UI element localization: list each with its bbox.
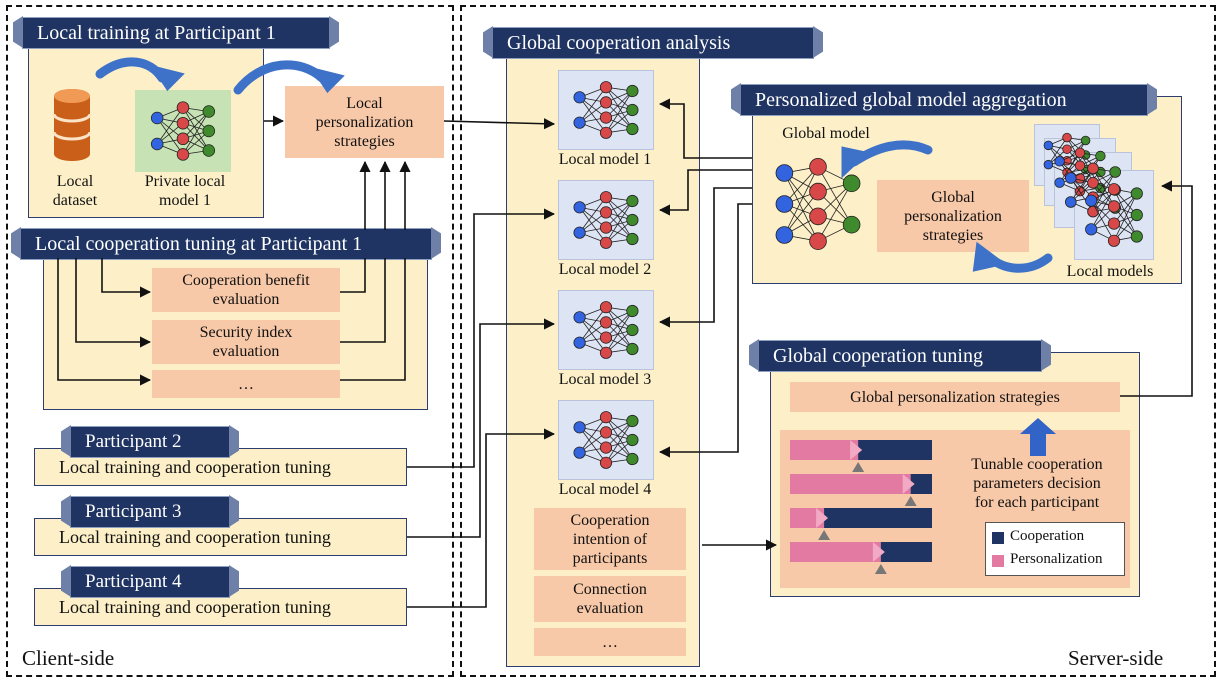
curved-arrow-head-2 xyxy=(309,66,345,94)
local-tuning-item-3: … xyxy=(152,370,340,398)
curved-arrow-head-3 xyxy=(841,146,870,179)
arrow-agg-to-model3 xyxy=(658,187,752,328)
arrow-tuning-item3 xyxy=(57,258,152,386)
up-arrow-icon xyxy=(1020,418,1056,456)
arrow-p3-to-model3 xyxy=(407,318,556,538)
arrow-agg-to-model4 xyxy=(658,203,752,458)
local-model-2-label: Local model 2 xyxy=(558,261,652,278)
curved-arrow-head-4 xyxy=(972,241,1007,272)
personalization-bar-3 xyxy=(790,508,825,528)
global-model-label: Global model xyxy=(782,125,870,142)
slider-marker-4 xyxy=(874,564,887,574)
curved-arrow-2 xyxy=(233,60,327,95)
personalization-bar-4 xyxy=(790,542,881,562)
participant-3-title: Participant 3 xyxy=(70,496,230,528)
line-item2-up xyxy=(340,258,386,343)
local-tuning-title: Local cooperation tuning at Participant … xyxy=(20,228,432,260)
slider-marker-3 xyxy=(818,530,831,540)
legend-cooperation-label: Cooperation xyxy=(1010,528,1085,544)
participant-2-title: Participant 2 xyxy=(70,426,230,458)
server-side-label: Server-side xyxy=(1068,646,1164,670)
decision-label: Tunable cooperation parameters decision … xyxy=(971,456,1103,511)
client-side-region xyxy=(6,5,454,677)
global-model-network xyxy=(775,158,861,251)
analysis-item-1: Cooperation intention of participants xyxy=(534,508,686,570)
client-side-label: Client-side xyxy=(22,646,115,670)
global-tuning-title: Global cooperation tuning xyxy=(758,340,1042,372)
aggregation-title: Personalized global model aggregation xyxy=(740,84,1148,116)
local-model-4-network xyxy=(573,411,639,469)
curved-blue-arrows xyxy=(95,57,1053,273)
arrow-tuning-to-localmodels xyxy=(1120,180,1193,397)
personalization-bar-2 xyxy=(790,474,911,494)
arrow-p2-to-model2 xyxy=(407,208,556,468)
local-model-4-label: Local model 4 xyxy=(558,481,652,498)
arrow-tuning-item1 xyxy=(101,258,152,298)
local-training-title: Local training at Participant 1 xyxy=(22,17,330,49)
legend-cooperation-swatch xyxy=(992,532,1004,544)
curved-arrow-1 xyxy=(95,57,167,83)
local-dataset-label: Local dataset xyxy=(52,173,98,209)
local-tuning-item-2: Security index evaluation xyxy=(152,320,340,364)
analysis-item-2: Connection evaluation xyxy=(534,576,686,622)
local-model-3-label: Local model 3 xyxy=(558,371,652,388)
global-strategies-box: Global personalization strategies xyxy=(877,180,1029,252)
stacked-net-4 xyxy=(1085,183,1143,247)
legend-personalization-label: Personalization xyxy=(1010,551,1103,567)
arrow-agg-to-model2 xyxy=(658,169,752,216)
cooperation-bar-3 xyxy=(790,508,932,528)
local-strategies-box: Local personalization strategies xyxy=(285,86,444,158)
bar-divider-4 xyxy=(872,542,885,562)
bar-divider-3 xyxy=(816,508,829,528)
arrow-tuning-item2 xyxy=(75,258,152,348)
curved-arrow-head-1 xyxy=(149,64,185,92)
private-model-label: Private local model 1 xyxy=(144,173,226,209)
local-model-1-label: Local model 1 xyxy=(558,151,652,168)
legend-box xyxy=(985,522,1125,576)
bar-divider-1 xyxy=(850,440,863,460)
bar-divider-2 xyxy=(902,474,915,494)
line-item1-up xyxy=(340,258,366,293)
slider-marker-1 xyxy=(852,462,865,472)
legend-personalization-swatch xyxy=(992,555,1004,567)
server-side-region xyxy=(460,5,1216,677)
arrow-agg-to-model1 xyxy=(658,98,752,159)
local-tuning-item-1: Cooperation benefit evaluation xyxy=(152,268,340,312)
global-analysis-title: Global cooperation analysis xyxy=(492,27,814,59)
line-item3-up xyxy=(340,258,406,381)
personalization-bar-1 xyxy=(790,440,859,460)
database-icon xyxy=(52,89,92,161)
arrow-strategies-to-model1 xyxy=(443,118,556,130)
participant-4-title: Participant 4 xyxy=(70,566,230,598)
local-model-2-network xyxy=(573,191,639,249)
local-model-3-network xyxy=(573,301,639,359)
global-tuning-strategies-box: Global personalization strategies xyxy=(790,382,1120,412)
analysis-item-3: … xyxy=(534,628,686,656)
arrow-p4-to-model4 xyxy=(407,428,556,608)
local-models-label: Local models xyxy=(1066,263,1154,280)
slider-marker-2 xyxy=(904,496,917,506)
private-model-network xyxy=(150,101,216,161)
local-model-1-network xyxy=(573,81,639,139)
